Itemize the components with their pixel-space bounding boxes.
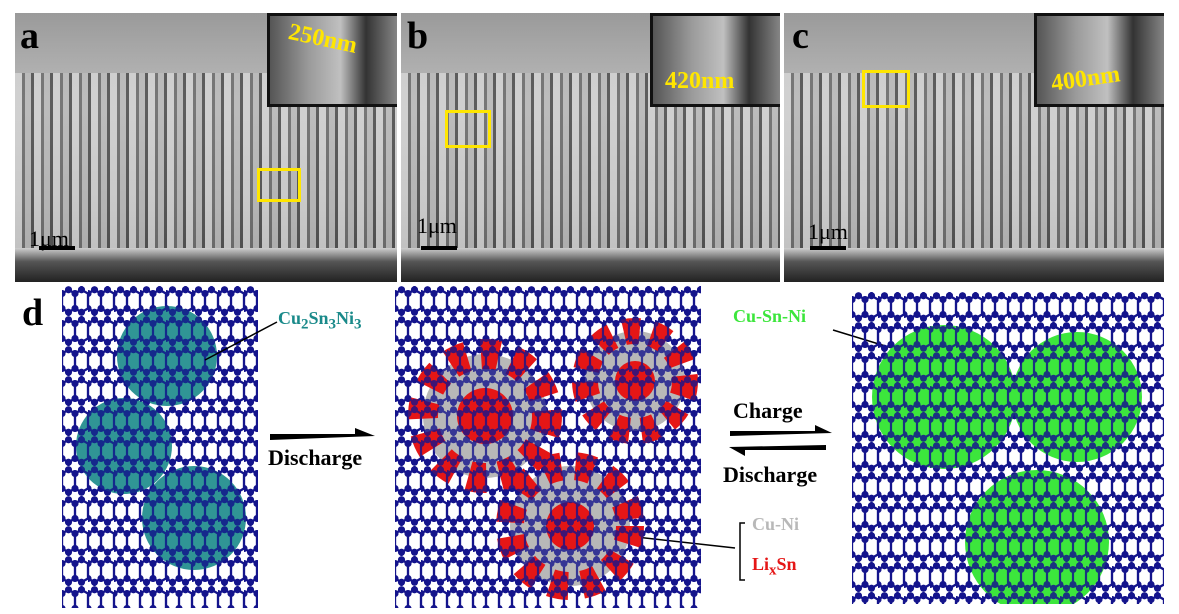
zoom-box: [862, 70, 910, 108]
scale-bar: [810, 246, 846, 250]
discharge-arrow-icon: [270, 428, 375, 440]
cu-ni-label: Cu-Ni: [752, 514, 800, 534]
sem-panel-c: c 400nm 1μm: [784, 13, 1164, 282]
lattice-charged: [852, 292, 1164, 604]
bracket-icon: [739, 522, 745, 581]
lattice-pristine: [62, 286, 258, 608]
panel-label: a: [20, 15, 39, 57]
substrate: [15, 248, 397, 282]
sem-panel-b: b 420nm 1μm: [401, 13, 780, 282]
formula-sub: 3: [328, 316, 337, 333]
discharge-reverse-arrow-icon: [729, 445, 826, 456]
inset-measurement: 420nm: [665, 68, 735, 94]
lattice-discharged: [395, 286, 701, 608]
zoom-box: [445, 110, 491, 148]
formula-sub: 2: [301, 316, 309, 333]
sem-panel-a: a 250nm 1μm: [15, 13, 397, 282]
scale-label: 1μm: [808, 219, 848, 244]
cu2sn3ni3-label: Cu2Sn3Ni3: [278, 308, 362, 334]
formula-part: Sn: [776, 554, 797, 574]
scale-label: 1μm: [417, 213, 457, 238]
formula-part: Ni: [336, 308, 355, 328]
zoom-inset: 400nm: [1034, 13, 1164, 107]
panel-label: b: [407, 15, 429, 57]
formula-part: Sn: [308, 308, 329, 328]
scale-bar: [421, 246, 457, 250]
panel-label: c: [792, 15, 809, 57]
discharge-label-reverse: Discharge: [723, 462, 818, 487]
charge-label: Charge: [733, 398, 803, 423]
lixsn-label: LixSn: [752, 554, 797, 580]
substrate: [401, 248, 780, 282]
discharge-label: Discharge: [268, 445, 363, 470]
charge-arrow-icon: [730, 425, 832, 436]
formula-sub: 3: [354, 316, 362, 333]
panel-label-d: d: [22, 292, 44, 334]
scale-bar: [39, 246, 75, 250]
zoom-box: [257, 168, 301, 202]
formula-part: Cu: [278, 308, 302, 328]
cu-sn-ni-label: Cu-Sn-Ni: [733, 306, 807, 326]
zoom-inset: 250nm: [267, 13, 397, 107]
zoom-inset: 420nm: [650, 13, 780, 107]
substrate: [784, 248, 1164, 282]
pointer-line: [204, 321, 278, 361]
formula-part: Li: [752, 554, 770, 574]
formula-sub: x: [769, 562, 777, 579]
